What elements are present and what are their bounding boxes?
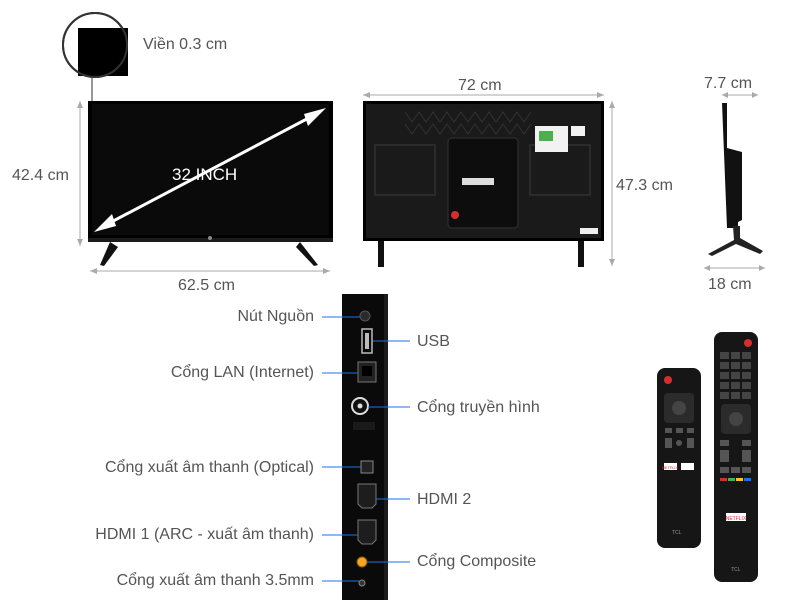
- back-height-dim: [609, 101, 615, 266]
- front-width-dim: [90, 268, 330, 274]
- front-height-dim: [77, 101, 83, 246]
- front-height-label: 42.4 cm: [12, 167, 69, 184]
- optical-port-icon: [360, 460, 374, 474]
- remote-small: NETFLIX: [657, 368, 701, 548]
- audio-jack-icon: [358, 579, 366, 587]
- front-tv: [88, 101, 333, 266]
- hdmi2-port-icon: [357, 483, 377, 509]
- usb-port-icon: [361, 328, 373, 354]
- side-tv: [704, 92, 765, 271]
- hdmi1-label: HDMI 1 (ARC - xuất âm thanh): [95, 526, 314, 543]
- back-width-label: 72 cm: [458, 77, 502, 94]
- ports-panel: [342, 294, 388, 600]
- hdmi1-port-icon: [357, 519, 377, 545]
- back-height-label: 47.3 cm: [616, 177, 673, 194]
- composite-port-icon: [356, 556, 368, 568]
- hdmi2-label: HDMI 2: [417, 491, 472, 508]
- side-depth-bottom-label: 18 cm: [708, 276, 752, 293]
- remote-large: NETFLIX: [714, 332, 758, 582]
- power-button-icon: [359, 310, 371, 322]
- front-width-label: 62.5 cm: [178, 277, 235, 294]
- back-tv: [363, 92, 604, 267]
- lan-label: Cổng LAN (Internet): [170, 364, 314, 381]
- optical-label: Cổng xuất âm thanh (Optical): [105, 459, 314, 476]
- svg-text:NETFLIX: NETFLIX: [662, 465, 679, 470]
- composite-label: Cổng Composite: [417, 553, 537, 570]
- antenna-label: Cổng truyền hình: [417, 399, 540, 416]
- bezel-zoom: [62, 12, 128, 102]
- large-remote-brand: TCL: [731, 567, 741, 573]
- audio35-label: Cổng xuất âm thanh 3.5mm: [116, 572, 314, 589]
- leader-lines: [322, 316, 410, 582]
- power-button-label: Nút Nguồn: [237, 308, 315, 325]
- side-depth-top-label: 7.7 cm: [704, 75, 753, 92]
- svg-text:NETFLIX: NETFLIX: [726, 516, 747, 522]
- usb-label: USB: [417, 333, 450, 350]
- small-remote-brand: TCL: [672, 530, 682, 536]
- diagonal-label: 32 INCH: [172, 165, 238, 184]
- bezel-label: Viền 0.3 cm: [143, 36, 228, 53]
